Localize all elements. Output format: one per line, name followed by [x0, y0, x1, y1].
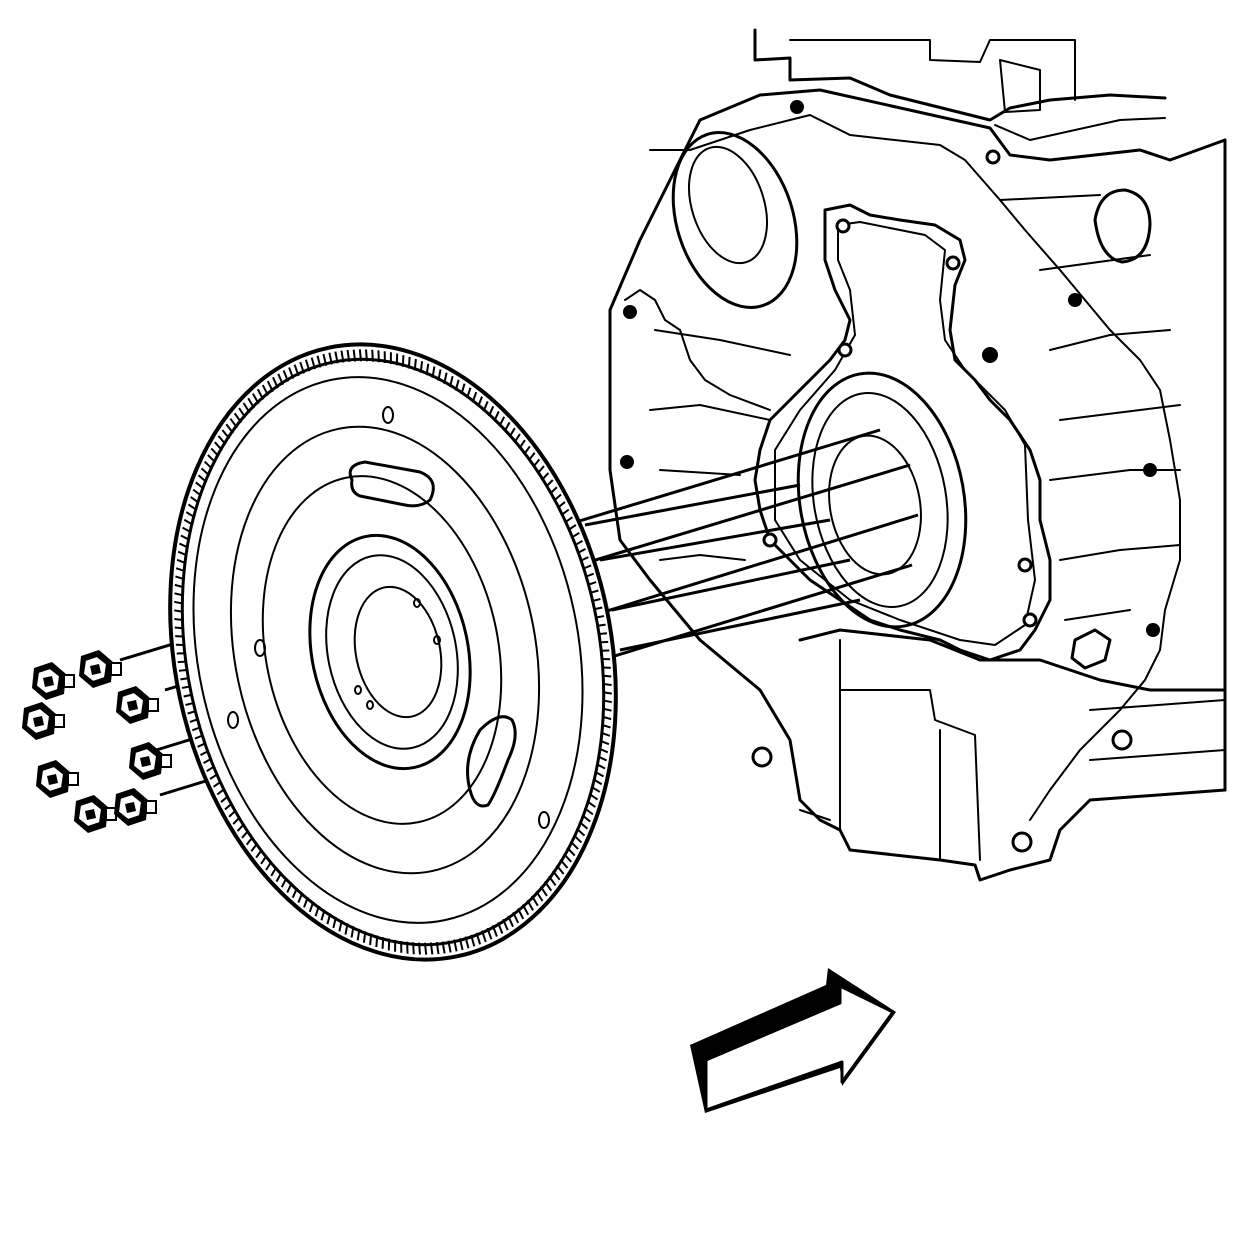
engine-block	[608, 28, 1227, 882]
guide-line	[619, 598, 861, 652]
direction-arrow	[690, 968, 896, 1113]
guide-line	[611, 558, 851, 612]
flywheel-bolt	[129, 742, 172, 780]
flywheel-bolts	[22, 650, 172, 833]
flywheel-bolt	[74, 795, 117, 833]
flywheel-bolt	[36, 760, 79, 798]
flywheel-slot-lower	[466, 715, 517, 808]
flywheel-bolt	[114, 788, 157, 826]
flywheel-bolt	[32, 662, 75, 700]
guide-line	[584, 483, 801, 527]
flywheel-bolt	[79, 650, 122, 688]
block-bolt-holes	[620, 100, 1160, 853]
flywheel	[168, 342, 618, 962]
flywheel-bolt	[116, 686, 159, 724]
flywheel-slot-upper	[348, 460, 435, 508]
flywheel-bolt	[22, 702, 65, 740]
guide-line	[599, 518, 831, 562]
